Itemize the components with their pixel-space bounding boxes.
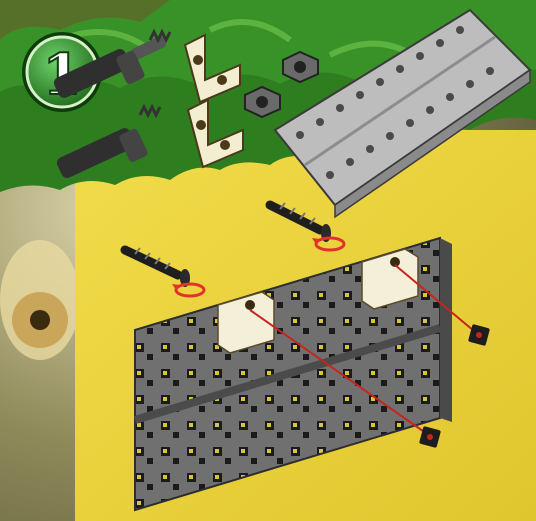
assembly-illustration: 1 [0, 0, 536, 521]
instruction-step: 1 [0, 0, 536, 521]
